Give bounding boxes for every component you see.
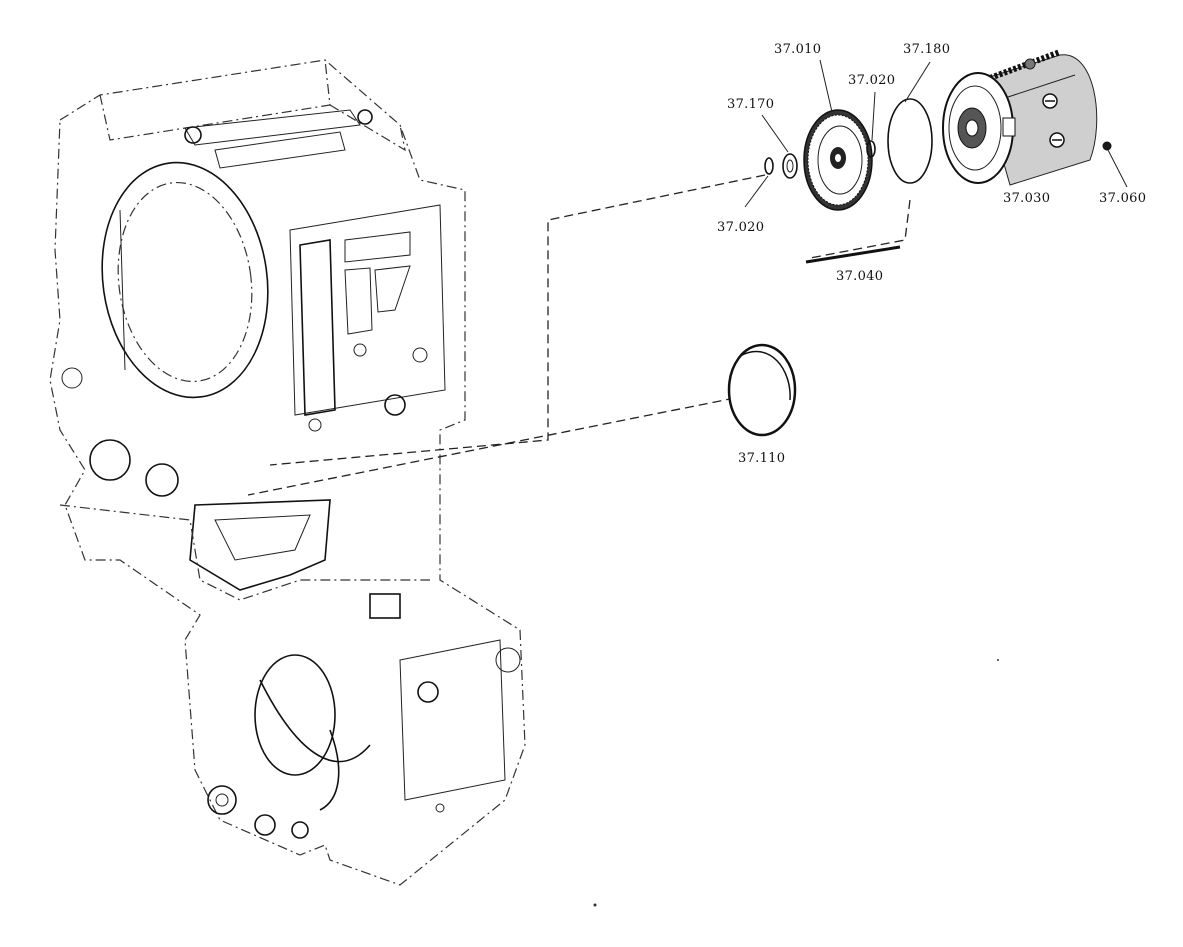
pump-housing-icon [942,49,1098,186]
square-opening [369,593,401,619]
side-panel [289,204,446,432]
small-ring-icon [866,140,876,158]
transmission-housing [49,59,526,886]
leader-lines [744,59,1128,208]
label-37-020-upper: 37.020 [848,73,895,88]
label-37-110: 37.110 [738,451,785,466]
label-37-010: 37.010 [774,42,821,57]
cover-cap-icon [727,343,797,437]
washer-icon [782,153,798,179]
part-labels: 37.010 37.180 37.020 37.170 37.020 37.03… [717,42,1146,466]
assembly-lines [247,174,911,496]
spur-gear-icon [803,109,873,211]
label-37-170: 37.170 [727,97,774,112]
o-ring-icon [887,98,933,184]
main-bore [101,161,269,399]
label-37-060: 37.060 [1099,191,1146,206]
lower-bearing-seat [254,654,371,811]
label-37-040: 37.040 [836,269,883,284]
plug-icon [1102,141,1112,151]
bore-hole [145,463,179,497]
label-37-180: 37.180 [903,42,950,57]
pin-icon [805,245,901,264]
bore-hole [89,439,131,481]
label-37-030: 37.030 [1003,191,1050,206]
small-ring-icon [764,157,774,175]
label-37-020-lower: 37.020 [717,220,764,235]
